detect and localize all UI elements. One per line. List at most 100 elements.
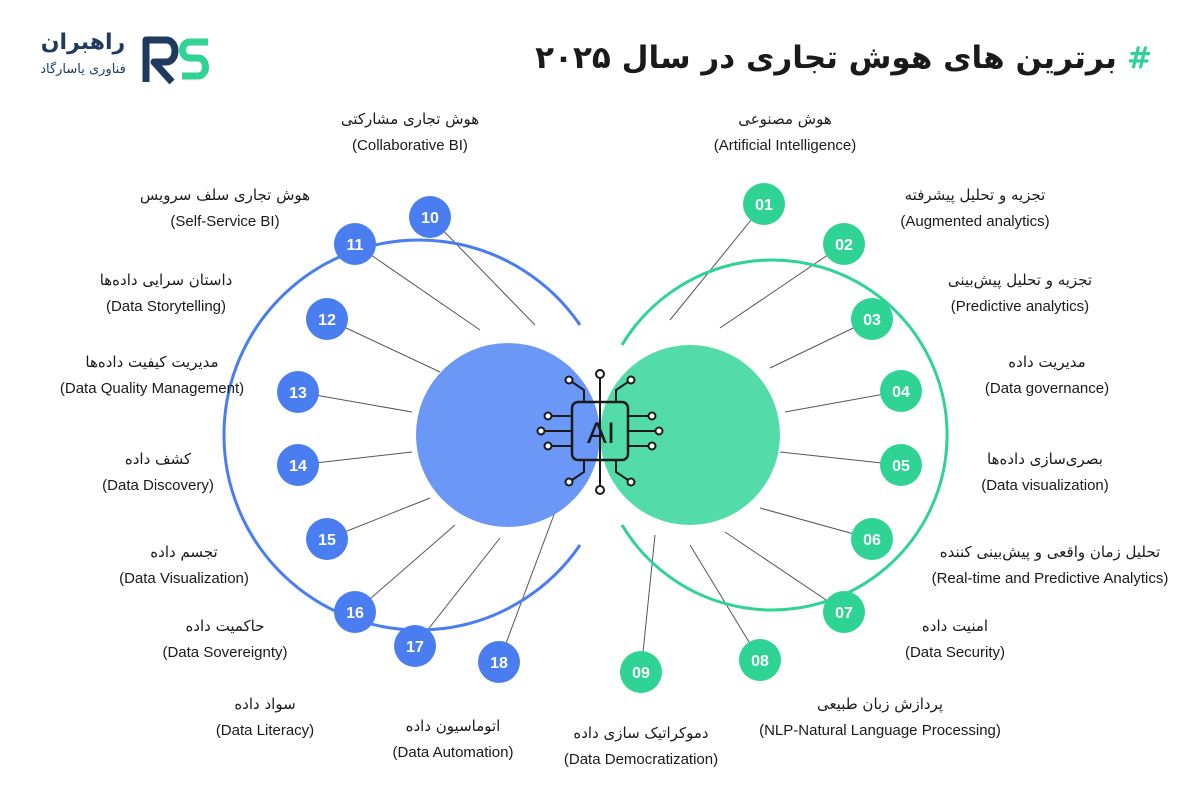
number-label: 13 <box>289 385 307 402</box>
number-label: 12 <box>318 312 336 329</box>
number-node: 03 <box>851 298 893 340</box>
number-badge <box>334 591 376 633</box>
item-label-fa: داستان سرایی داده‌ها <box>99 271 233 289</box>
item-label-fa: کشف داده <box>124 450 192 468</box>
connector-line <box>719 243 845 329</box>
item-label-fa: سواد داده <box>234 695 296 713</box>
connector-line <box>429 216 536 326</box>
item-label: مدیریت داده (Data governance) <box>867 353 1200 397</box>
number-node: 13 <box>277 371 319 413</box>
item-label-en: (Data Discovery) <box>102 477 214 494</box>
item-label-en: (Collaborative BI) <box>352 137 468 154</box>
number-label: 07 <box>835 605 853 622</box>
logo-name: راهبران <box>40 30 126 55</box>
number-label: 03 <box>863 312 881 329</box>
connector-line <box>669 203 765 321</box>
item-label-fa: تجسم داده <box>150 543 218 561</box>
item-label-fa: دموکراتیک سازی داده <box>573 724 709 742</box>
title-text: برترین های هوش تجاری در سال ۲۰۲۵ <box>535 40 1117 76</box>
item-label: هوش تجاری سلف سرویس(Self-Service BI) <box>45 188 405 230</box>
number-node: 18 <box>478 641 520 683</box>
item-label-fa: هوش مصنوعی <box>738 110 832 128</box>
rs-logo-mark <box>142 36 209 85</box>
number-label: 08 <box>751 653 769 670</box>
number-badge <box>851 518 893 560</box>
number-badge <box>743 183 785 225</box>
number-label: 14 <box>289 458 307 475</box>
number-label: 01 <box>755 197 773 214</box>
item-label-fa: تجزیه و تحلیل پیش‌بینی <box>947 271 1093 289</box>
item-label: هوش مصنوعی (Artificial Intelligence) <box>605 110 965 154</box>
number-node: 14 <box>277 444 319 486</box>
number-label: 05 <box>892 458 910 475</box>
logo: راهبران فناوری یاسارگاد <box>24 30 214 90</box>
number-badge <box>823 223 865 265</box>
item-label-fa: بصری‌سازی داده‌ها <box>987 450 1103 468</box>
item-label: بصری‌سازی داده‌ها (Data visualization) <box>865 450 1200 494</box>
item-label-en: (Data Quality Management) <box>59 380 245 397</box>
number-label: 11 <box>347 237 364 254</box>
connector-line <box>640 534 656 673</box>
item-label: اتوماسیون داده(Data Automation) <box>273 719 633 761</box>
number-badge <box>394 625 436 667</box>
green-circle <box>600 345 780 525</box>
number-label: 04 <box>892 384 910 401</box>
item-label-en: (Augmented analytics) <box>900 213 1050 230</box>
item-label-fa: تحلیل زمان واقعی و پیش‌بینی کننده <box>939 543 1161 561</box>
number-node: 05 <box>880 444 922 486</box>
item-label-en: (Self-Service BI) <box>170 213 280 230</box>
number-badge <box>739 639 781 681</box>
number-label: 15 <box>318 532 336 549</box>
ai-chip-label: AI <box>587 417 615 450</box>
connector-line <box>498 511 556 663</box>
item-label: تحلیل زمان واقعی و پیش‌بینی کننده(Real-t… <box>870 543 1200 587</box>
item-label-fa: مدیریت داده <box>1008 353 1086 371</box>
number-badge <box>880 370 922 412</box>
item-label-en: (NLP-Natural Language Processing) <box>759 722 1001 739</box>
item-label: تجزیه و تحلیل پیشرفته(Augmented analytic… <box>795 188 1155 230</box>
green-arc <box>620 258 949 612</box>
item-label-en: (Data Security) <box>904 644 1006 661</box>
blue-circle <box>416 343 600 527</box>
number-label: 02 <box>835 237 853 254</box>
item-label: هوش تجاری مشارکتی (Collaborative BI) <box>230 110 590 154</box>
item-label-fa: پردازش زبان طبیعی <box>816 695 944 713</box>
item-label: پردازش زبان طبیعی (NLP-Natural Language P… <box>700 695 1060 739</box>
hash-icon: # <box>1126 40 1152 76</box>
number-badge <box>306 298 348 340</box>
number-label: 16 <box>346 605 364 622</box>
number-node: 08 <box>739 639 781 681</box>
number-badge <box>851 298 893 340</box>
page-title: # برترین های هوش تجاری در سال ۲۰۲۵ <box>535 40 1152 76</box>
number-label: 09 <box>632 665 650 682</box>
number-label: 18 <box>490 655 508 672</box>
item-label: تجزیه و تحلیل پیش‌بینی(Predictive analyt… <box>840 271 1200 315</box>
number-node: 04 <box>880 370 922 412</box>
number-label: 06 <box>863 532 881 549</box>
item-label-en: (Data Visualization) <box>119 570 249 587</box>
item-label-fa: هوش تجاری مشارکتی <box>340 110 480 128</box>
item-label: مدیریت کیفیت داده‌ها(Data Quality Manage… <box>0 355 332 397</box>
number-label: 10 <box>421 210 439 227</box>
number-node: 12 <box>306 298 348 340</box>
item-label-en: (Data Storytelling) <box>105 298 227 315</box>
number-badge <box>409 196 451 238</box>
number-badge <box>823 591 865 633</box>
connector-line <box>354 243 481 331</box>
connector-line <box>724 531 845 613</box>
number-badge <box>306 518 348 560</box>
number-badge <box>478 641 520 683</box>
number-node: 02 <box>823 223 865 265</box>
item-label-en: (Data governance) <box>984 380 1110 397</box>
item-label: تجسم داده (Data Visualization) <box>4 543 364 587</box>
item-label-en: (Artificial Intelligence) <box>713 137 857 154</box>
number-node: 16 <box>334 591 376 633</box>
ai-chip-icon <box>536 369 664 495</box>
number-node: 07 <box>823 591 865 633</box>
number-node: 09 <box>620 651 662 693</box>
logo-subtitle: فناوری یاسارگاد <box>40 62 126 77</box>
item-label-en: (Data visualization) <box>981 477 1109 494</box>
number-badge <box>880 444 922 486</box>
